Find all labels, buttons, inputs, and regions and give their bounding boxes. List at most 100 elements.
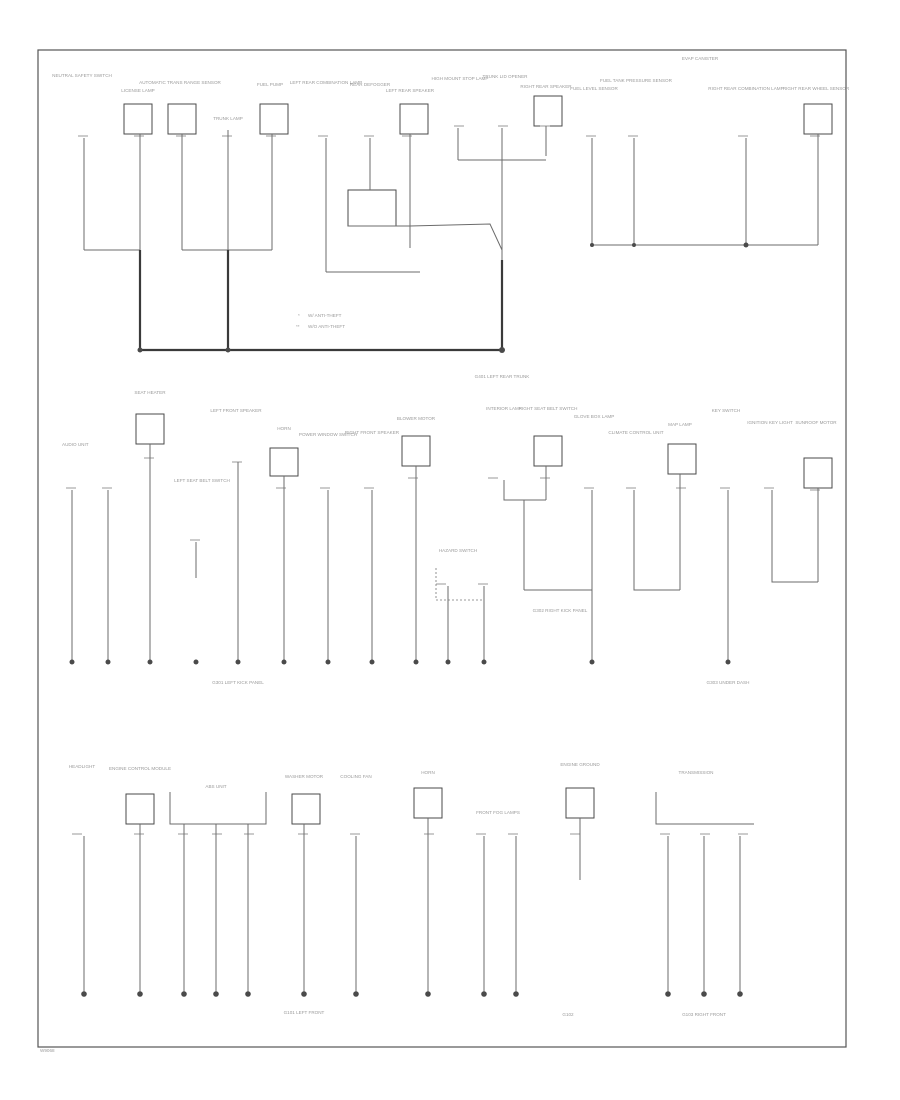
ground-point [589, 659, 595, 665]
component-box [533, 435, 563, 467]
ground-point [245, 991, 251, 997]
ground-label: G302 RIGHT KICK PANEL [533, 608, 588, 613]
ground-label: G301 LEFT KICK PANEL [212, 680, 264, 685]
legend-text: W/ ANTI-THEFT [308, 313, 342, 318]
diagram-frame [37, 49, 847, 1048]
ground-label: G101 LEFT FRONT [284, 1010, 325, 1015]
ground-point [590, 243, 594, 247]
connector-pins [78, 125, 820, 137]
component-label: HORN [277, 426, 291, 431]
ground-point [513, 991, 519, 997]
component-label: AUTOMATIC TRANS RANGE SENSOR [139, 80, 221, 85]
component-label: EVAP CANISTER [682, 56, 719, 61]
ground-point [743, 242, 749, 248]
component-label: LICENSE LAMP [121, 88, 154, 93]
component-box [413, 787, 443, 819]
component-box [667, 443, 697, 475]
ground-point [213, 991, 219, 997]
component-label: RIGHT FRONT SPEAKER [345, 430, 400, 435]
ground-point [425, 991, 431, 997]
ground-point [499, 347, 505, 353]
ground-point [181, 991, 187, 997]
component-box [803, 457, 833, 489]
ground-point [225, 347, 231, 353]
component-label: IGNITION KEY LIGHT [747, 420, 793, 425]
ground-point [325, 659, 331, 665]
component-box [135, 413, 165, 445]
ground-label: G102 [562, 1012, 574, 1017]
component-box [565, 787, 595, 819]
audio-unit-label: AUDIO UNIT [62, 442, 89, 447]
component-label: ABS UNIT [205, 784, 226, 789]
ground-label: G303 UNDER DASH [707, 680, 750, 685]
component-label: ENGINE GROUND [560, 762, 600, 767]
ground-point [69, 659, 75, 665]
component-label: RIGHT REAR WHEEL SENSOR [783, 86, 850, 91]
ground-point [235, 659, 241, 665]
ground-point [353, 991, 359, 997]
component-label: FUEL LEVEL SENSOR [570, 86, 618, 91]
ground-point [193, 659, 199, 665]
ground-point [665, 991, 671, 997]
lower-section: HEADLIGHT ENGINE CONTROL MODULE ABS UNIT… [69, 762, 754, 1017]
component-label: HAZARD SWITCH [439, 548, 477, 553]
transmission-outline [655, 792, 754, 825]
component-label: TRUNK LID OPENER [483, 74, 529, 79]
component-label: SEAT HEATER [134, 390, 166, 395]
component-box [399, 103, 429, 135]
component-label: FUEL PUMP [257, 82, 283, 87]
component-label: HEADLIGHT [69, 764, 95, 769]
component-label: HIGH MOUNT STOP LAMP [432, 76, 489, 81]
component-box [533, 95, 563, 127]
ground-label: G401 LEFT REAR TRUNK [475, 374, 531, 379]
wire [71, 444, 819, 662]
component-label: TRUNK LAMP [213, 116, 243, 121]
component-label: LEFT SEAT BELT SWITCH [174, 478, 230, 483]
legend-symbol: * [298, 313, 300, 318]
component-box [803, 103, 833, 135]
ground-point [737, 991, 743, 997]
component-label: ENGINE CONTROL MODULE [109, 766, 171, 771]
component-label: REAR DEFOGGER [350, 82, 391, 87]
component-box [291, 793, 321, 825]
upper-section: NEUTRAL SAFETY SWITCH LICENSE LAMP AUTOM… [52, 56, 850, 379]
component-label: COOLING FAN [340, 774, 371, 779]
ground-point [701, 991, 707, 997]
abs-unit-outline [169, 792, 267, 825]
component-box [401, 435, 431, 467]
component-label: FUEL TANK PRESSURE SENSOR [600, 78, 673, 83]
ground-bus [138, 250, 504, 352]
component-label: RIGHT REAR COMBINATION LAMP [708, 86, 783, 91]
ground-point [481, 991, 487, 997]
component-label: CLIMATE CONTROL UNIT [608, 430, 663, 435]
component-label: SUNROOF MOTOR [795, 420, 837, 425]
component-label: BLOWER MOTOR [397, 416, 436, 421]
component-label: GLOVE BOX LAMP [574, 414, 615, 419]
ground-point [481, 659, 487, 665]
component-label: LEFT FRONT SPEAKER [210, 408, 262, 413]
component-label: LEFT REAR COMBINATION LAMP [290, 80, 362, 85]
ground-point [725, 659, 731, 665]
component-label: INTERIOR LAMP [486, 406, 522, 411]
legend-text: W/O ANTI-THEFT [308, 324, 345, 329]
footer-code: W9068 [40, 1048, 55, 1053]
ground-point [137, 347, 143, 353]
wire [84, 159, 818, 273]
wire [83, 126, 819, 272]
component-box [123, 103, 153, 135]
ground-point [81, 991, 87, 997]
ground-point [413, 659, 419, 665]
component-label: POWER WINDOW SWITCH [299, 432, 357, 437]
ground-point [369, 659, 375, 665]
dashed-connector [435, 568, 484, 601]
component-label: RIGHT REAR SPEAKER [520, 84, 572, 89]
component-label: HORN [421, 770, 435, 775]
connector-pins [66, 457, 820, 585]
component-label: MAP LAMP [668, 422, 692, 427]
component-label: TRANSMISSION [679, 770, 714, 775]
ground-point [445, 659, 451, 665]
wire [83, 818, 741, 994]
component-box [167, 103, 197, 135]
component-box [347, 189, 397, 227]
ground-point [105, 659, 111, 665]
